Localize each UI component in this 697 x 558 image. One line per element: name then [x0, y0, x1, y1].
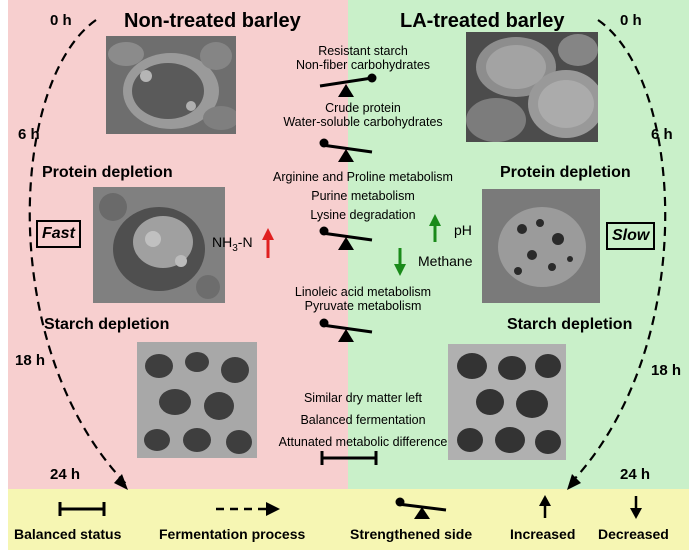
- left-hour-24: 24 h: [50, 466, 81, 483]
- left-fermentation-arc: [28, 19, 129, 487]
- legend-increased-label: Increased: [510, 526, 576, 542]
- legend-strengthened-icon: [395, 497, 447, 519]
- legend-increased-icon: [539, 495, 551, 518]
- left-starch-depletion: Starch depletion: [44, 316, 170, 333]
- center-group-5: Similar dry matter left Balanced ferment…: [253, 387, 473, 453]
- right-protein-depletion: Protein depletion: [500, 164, 631, 181]
- sem-image-left-0h: [106, 36, 236, 134]
- center-group-2: Crude protein Water-soluble carbohydrate…: [253, 101, 473, 129]
- slow-label: Slow: [606, 222, 656, 250]
- center-text-linoleic: Linoleic acid metabolism: [294, 285, 432, 299]
- ph-increase-arrow: [429, 214, 441, 242]
- right-fermentation-arc: [567, 19, 667, 487]
- right-hour-0: 0 h: [620, 12, 642, 29]
- left-hour-6: 6 h: [18, 126, 40, 143]
- balanced-status-icon-center: [320, 451, 378, 465]
- left-title: Non-treated barley: [124, 10, 301, 32]
- seesaw-icon-4: [319, 318, 373, 342]
- legend-decreased-icon: [630, 496, 642, 519]
- right-starch-depletion: Starch depletion: [507, 316, 633, 333]
- right-hour-24: 24 h: [620, 466, 651, 483]
- legend-balanced-label: Balanced status: [14, 526, 122, 542]
- right-hour-18: 18 h: [651, 362, 682, 379]
- right-title: LA-treated barley: [400, 10, 565, 32]
- center-text-lysine: Lysine degradation: [310, 208, 416, 222]
- legend-bar: [8, 489, 689, 550]
- right-arc-arrowhead: [567, 474, 581, 490]
- seesaw-icon-2: [319, 138, 373, 162]
- center-text-similar-dry-matter: Similar dry matter left: [303, 391, 423, 405]
- center-text-attunated: Attunated metabolic difference: [278, 435, 448, 449]
- legend-fermentation-icon: [216, 502, 280, 516]
- center-text-arginine-proline: Arginine and Proline metabolism: [273, 170, 453, 184]
- fast-label: Fast: [36, 220, 81, 248]
- methane-decrease-arrow: [394, 248, 406, 276]
- legend-balanced-icon: [58, 502, 106, 516]
- left-hour-0: 0 h: [50, 12, 72, 29]
- sem-image-right-0h: [466, 32, 598, 142]
- legend-strengthened-label: Strengthened side: [350, 526, 473, 542]
- seesaw-icon-1: [319, 73, 377, 97]
- left-protein-depletion: Protein depletion: [42, 164, 173, 181]
- sem-image-left-6h: [93, 187, 225, 303]
- sem-image-right-18h: [448, 344, 566, 460]
- center-text-purine: Purine metabolism: [311, 189, 415, 203]
- ph-label: pH: [454, 222, 472, 238]
- left-arc-arrowhead: [114, 474, 128, 490]
- center-group-4: Linoleic acid metabolism Pyruvate metabo…: [253, 285, 473, 313]
- center-text-resistant-starch: Resistant starch: [318, 44, 408, 58]
- left-hour-18: 18 h: [15, 352, 46, 369]
- seesaw-icon-3: [319, 226, 373, 250]
- nh3n-label: NH3-N: [212, 234, 253, 254]
- center-group-1: Resistant starch Non-fiber carbohydrates: [253, 44, 473, 72]
- nh3-increase-arrow: [262, 228, 274, 258]
- center-text-crude-protein: Crude protein: [325, 101, 401, 115]
- legend-decreased-label: Decreased: [598, 526, 669, 542]
- center-text-pyruvate: Pyruvate metabolism: [304, 299, 422, 313]
- center-text-balanced-fermentation: Balanced fermentation: [300, 413, 426, 427]
- center-text-non-fiber-carbs: Non-fiber carbohydrates: [295, 58, 431, 72]
- methane-label: Methane: [418, 253, 473, 269]
- sem-image-right-6h: [482, 189, 600, 303]
- center-group-3: Arginine and Proline metabolism Purine m…: [253, 168, 473, 225]
- center-text-water-soluble-carbs: Water-soluble carbohydrates: [283, 115, 443, 129]
- sem-image-left-18h: [137, 342, 257, 458]
- legend-fermentation-label: Fermentation process: [159, 526, 306, 542]
